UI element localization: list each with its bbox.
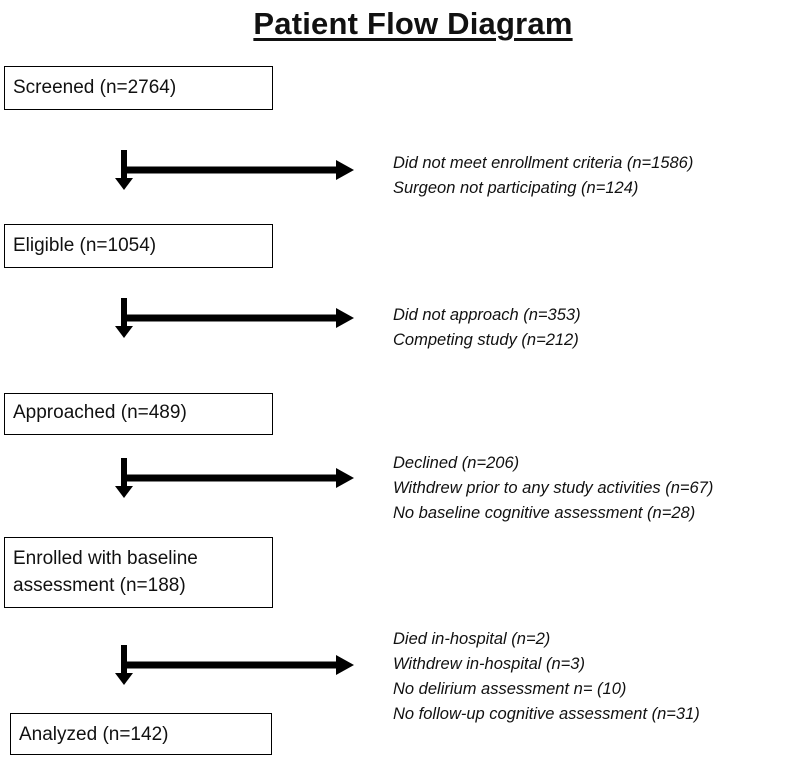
flow-arrow-4 — [115, 645, 354, 685]
stage-label: Eligible (n=1054) — [13, 235, 157, 256]
exclusion-note-2: Did not approach (n=353) Competing study… — [393, 303, 581, 353]
exclusion-line: Died in-hospital (n=2) — [393, 630, 551, 648]
page-title: Patient Flow Diagram — [253, 6, 573, 41]
stage-label: Screened (n=2764) — [13, 77, 177, 98]
exclusion-line: Surgeon not participating (n=124) — [393, 179, 639, 197]
stage-box-approached: Approached (n=489) — [4, 393, 273, 435]
exclusion-line: No follow-up cognitive assessment (n=31) — [393, 705, 700, 723]
stage-label-line-2: assessment (n=188) — [13, 575, 186, 596]
exclusion-line: Did not meet enrollment criteria (n=1586… — [393, 154, 694, 172]
stage-box-analyzed: Analyzed (n=142) — [10, 713, 272, 755]
exclusion-line: No baseline cognitive assessment (n=28) — [393, 504, 696, 522]
stage-box-screened: Screened (n=2764) — [4, 66, 273, 110]
exclusion-line: Competing study (n=212) — [393, 331, 579, 349]
exclusion-note-4: Died in-hospital (n=2) Withdrew in-hospi… — [393, 627, 700, 727]
stage-label-line-1: Enrolled with baseline — [13, 548, 198, 569]
flow-arrow-1 — [115, 150, 354, 190]
stage-box-eligible: Eligible (n=1054) — [4, 224, 273, 268]
stage-box-enrolled: Enrolled with baseline assessment (n=188… — [4, 537, 273, 608]
exclusion-note-3: Declined (n=206) Withdrew prior to any s… — [393, 451, 713, 526]
exclusion-note-1: Did not meet enrollment criteria (n=1586… — [393, 151, 693, 201]
stage-label: Approached (n=489) — [13, 402, 187, 423]
flow-arrow-3 — [115, 458, 354, 498]
flow-arrow-2 — [115, 298, 354, 338]
exclusion-line: Withdrew in-hospital (n=3) — [393, 655, 585, 673]
exclusion-line: Withdrew prior to any study activities (… — [393, 479, 714, 497]
exclusion-line: Did not approach (n=353) — [393, 306, 581, 324]
exclusion-line: No delirium assessment n= (10) — [393, 680, 627, 698]
stage-label: Analyzed (n=142) — [19, 724, 169, 745]
exclusion-line: Declined (n=206) — [393, 454, 520, 472]
